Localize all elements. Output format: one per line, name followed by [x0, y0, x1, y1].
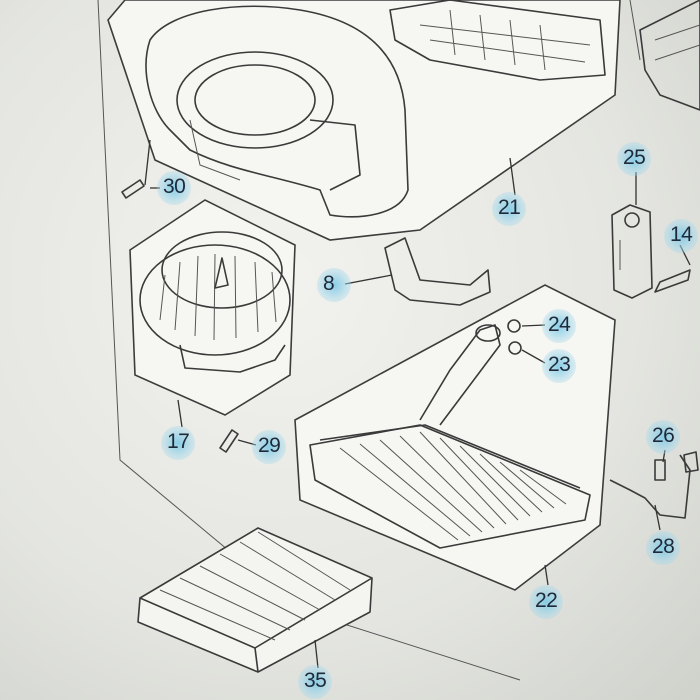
drain-hose	[384, 237, 491, 306]
housing-group-outline	[107, 0, 621, 241]
cabin-air-filter	[137, 527, 373, 673]
callout-29: 29	[252, 430, 286, 464]
blower-motor-fan	[139, 231, 291, 373]
callout-17: 17	[161, 426, 195, 460]
expansion-valve	[611, 204, 653, 299]
callout-14: 14	[664, 219, 698, 253]
leader-lines	[144, 139, 691, 669]
callout-24: 24	[542, 309, 576, 343]
callout-30: 30	[157, 171, 191, 205]
recirc-door-assembly	[389, 0, 606, 81]
blower-housing	[145, 5, 409, 218]
callout-8: 8	[317, 268, 351, 302]
evaporator-core	[309, 424, 591, 549]
callout-25: 25	[617, 142, 651, 176]
o-ring-23	[508, 341, 522, 355]
outer-border-line	[97, 0, 521, 681]
evaporator-pipes	[419, 324, 501, 426]
screw-30	[121, 179, 145, 199]
screw-29	[219, 429, 239, 453]
valve-bolt-14	[654, 269, 691, 293]
border-line-right	[629, 0, 641, 61]
callout-21: 21	[492, 192, 526, 226]
callout-28: 28	[646, 531, 680, 565]
callout-22: 22	[529, 585, 563, 619]
temperature-sensor	[609, 451, 699, 519]
callout-23: 23	[542, 349, 576, 383]
o-ring-24	[507, 319, 521, 333]
callout-35: 35	[298, 665, 332, 699]
callout-26: 26	[646, 420, 680, 454]
side-module	[639, 0, 700, 111]
